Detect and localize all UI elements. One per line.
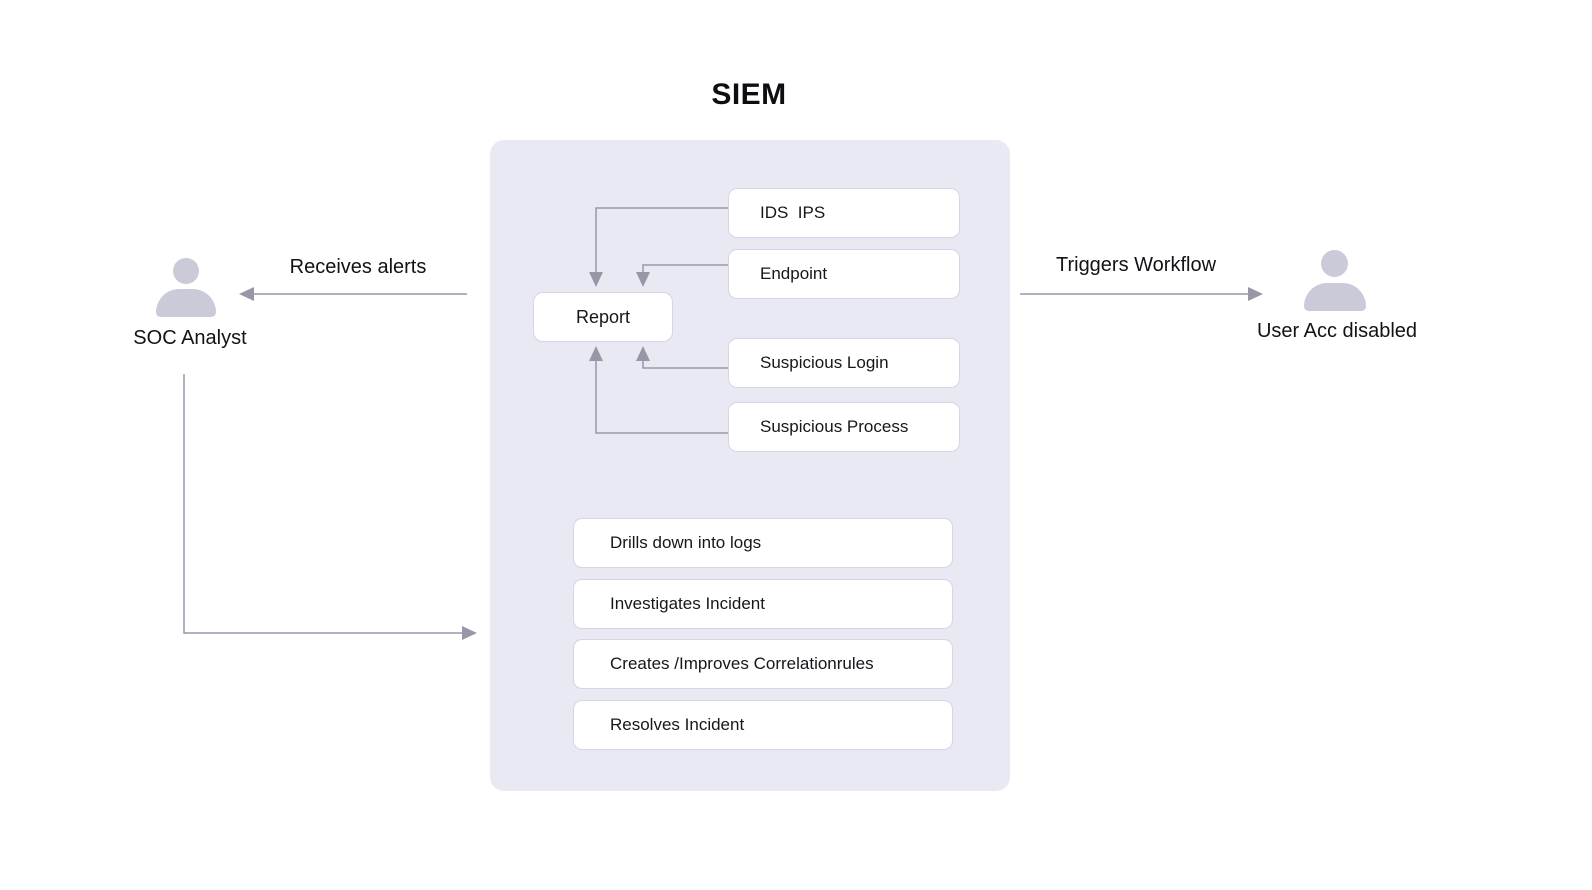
arrowhead-triggers-workflow — [1248, 287, 1263, 301]
arrowhead-receives-alerts — [239, 287, 254, 301]
arrowhead-analyst-to-panel — [462, 626, 477, 640]
person-shoulders-icon — [156, 289, 216, 317]
node-endpoint-label: Endpoint — [760, 264, 828, 283]
node-investigates-incident: Investigates Incident — [573, 579, 953, 629]
arrow-analyst-to-panel — [183, 374, 462, 634]
node-creates-label: Creates /Improves Correlationrules — [610, 654, 874, 673]
node-suspicious-process: Suspicious Process — [728, 402, 960, 452]
person-head-icon — [1321, 250, 1348, 277]
diagram-title: SIEM — [711, 78, 787, 111]
node-report: Report — [533, 292, 673, 342]
person-shoulders-icon — [1304, 283, 1366, 311]
soc-analyst-label: SOC Analyst — [133, 327, 247, 349]
node-ids-ips-label: IDS IPS — [760, 203, 826, 222]
node-endpoint: Endpoint — [728, 249, 960, 299]
node-creates-improves-correlation-rules: Creates /Improves Correlationrules — [573, 639, 953, 689]
node-suspicious-login: Suspicious Login — [728, 338, 960, 388]
triggers-workflow-label: Triggers Workflow — [1055, 254, 1217, 276]
node-report-label: Report — [575, 306, 631, 327]
user-acc-disabled-label: User Acc disabled — [1256, 320, 1418, 342]
node-drills-down-into-logs: Drills down into logs — [573, 518, 953, 568]
node-suspicious-login-label: Suspicious Login — [760, 353, 889, 372]
receives-alerts-label: Receives alerts — [289, 256, 427, 278]
soc-analyst-person-icon — [156, 258, 216, 317]
user-acc-disabled-person-icon — [1304, 250, 1366, 311]
person-head-icon — [173, 258, 199, 284]
node-investigates-label: Investigates Incident — [610, 594, 765, 613]
node-suspicious-process-label: Suspicious Process — [760, 417, 909, 436]
node-drills-label: Drills down into logs — [610, 533, 762, 552]
node-resolves-incident: Resolves Incident — [573, 700, 953, 750]
node-resolves-label: Resolves Incident — [610, 715, 745, 734]
node-ids-ips: IDS IPS — [728, 188, 960, 238]
